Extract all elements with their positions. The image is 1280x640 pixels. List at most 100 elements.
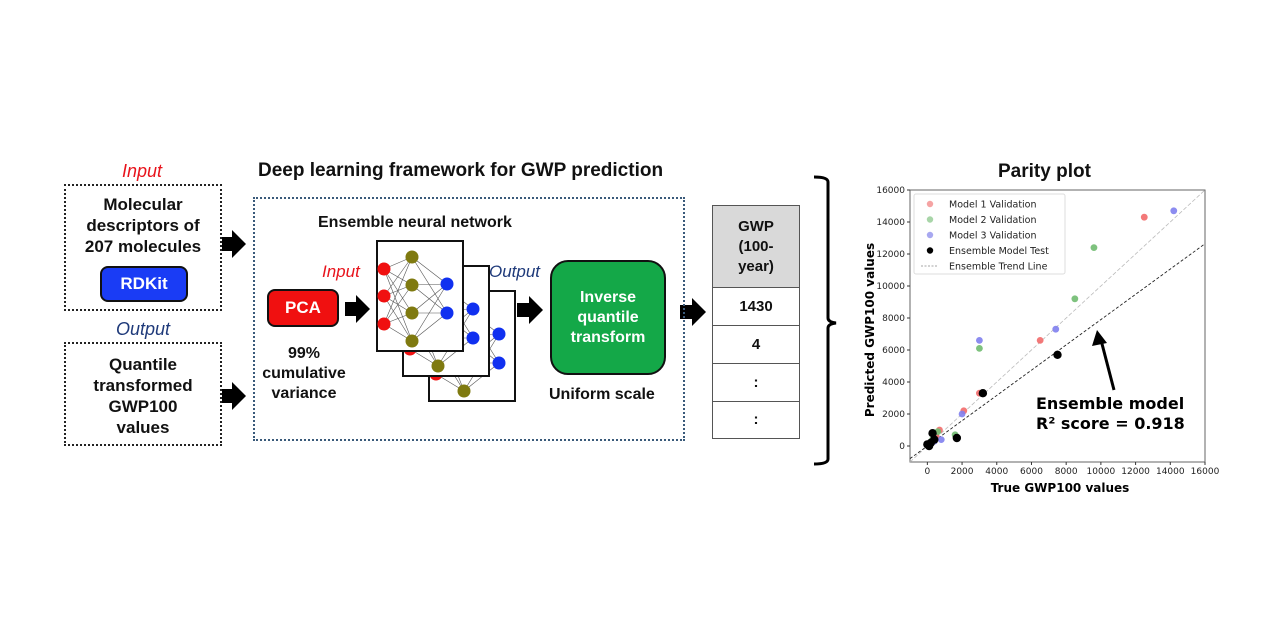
input-node [377, 262, 391, 276]
gwp-table-row: : [712, 363, 800, 402]
framework-title: Deep learning framework for GWP predicti… [258, 160, 664, 181]
arrow-framework-to-table [680, 298, 706, 326]
data-point-model-3-validation [1052, 325, 1060, 333]
arrow-nn-to-inverse [517, 296, 543, 324]
data-point-model-3-validation [1170, 207, 1178, 215]
data-point-ensemble-model-test [928, 429, 937, 438]
inverse-line-3: transform [570, 328, 646, 346]
output-line-1: Quantile [108, 355, 177, 374]
data-point-model-2-validation [1071, 295, 1079, 303]
x-axis-label: True GWP100 values [991, 481, 1130, 495]
nn-output-label: Output [489, 262, 541, 281]
output-node [466, 302, 480, 316]
annotation-line-1: Ensemble model [1036, 394, 1184, 413]
data-point-model-1-validation [1036, 337, 1044, 344]
legend-marker [926, 216, 934, 223]
annotation-line-2: R² score = 0.918 [1036, 414, 1185, 433]
hidden-node [431, 359, 445, 373]
hidden-node [405, 334, 419, 348]
data-point-model-3-validation [958, 410, 966, 418]
hidden-node [457, 384, 471, 398]
input-line-3: 207 molecules [84, 237, 202, 256]
pca-caption: 99% cumulative variance [258, 344, 350, 404]
output-node [492, 356, 506, 370]
output-node [492, 327, 506, 341]
hidden-node [405, 278, 419, 292]
x-tick-label: 14000 [1156, 467, 1185, 477]
x-tick-label: 12000 [1121, 467, 1150, 477]
framework-box [253, 197, 685, 441]
pca-caption-line-2: cumulative [262, 365, 346, 382]
parity-line [909, 189, 1206, 463]
data-point-model-3-validation [937, 436, 945, 443]
input-line-2: descriptors of [86, 216, 200, 235]
x-tick-label: 6000 [1020, 467, 1043, 477]
input-line-1: Molecular [103, 195, 183, 214]
x-tick-label: 0 [924, 467, 930, 477]
inverse-quantile-box: Inverse quantile transform [550, 260, 666, 375]
data-point-model-1-validation [1140, 213, 1148, 221]
neural-network-stack [376, 240, 516, 402]
output-line-3: GWP100 [108, 397, 178, 416]
annotation-arrow-head [1092, 330, 1107, 346]
y-tick-label: 16000 [876, 186, 905, 196]
data-point-model-3-validation [976, 337, 983, 344]
y-tick-label: 4000 [882, 378, 905, 388]
chart-title: Parity plot [998, 161, 1091, 182]
legend-marker [926, 231, 934, 239]
y-tick-label: 14000 [876, 218, 905, 228]
arrow-pca-to-nn [345, 295, 370, 323]
pca-caption-line-3: variance [271, 385, 337, 402]
data-point-ensemble-model-test [952, 433, 962, 443]
x-tick-label: 2000 [951, 467, 974, 477]
gwp-table-header: GWP (100- year) [712, 205, 800, 288]
ensemble-title: Ensemble neural network [318, 214, 512, 231]
output-quantile-box: Quantile transformed GWP100 values [64, 342, 222, 446]
input-label: Input [122, 161, 163, 181]
data-point-model-2-validation [976, 345, 983, 352]
hidden-node [405, 250, 419, 264]
legend-marker [926, 200, 934, 208]
output-label: Output [116, 319, 171, 339]
output-node [440, 277, 454, 291]
gwp-header-line-2: (100- [738, 237, 774, 255]
arrow-output-to-framework [222, 382, 246, 410]
y-axis-label: Predicted GWP100 values [863, 243, 877, 417]
legend-entry: Model 2 Validation [949, 215, 1037, 226]
pca-caption-line-1: 99% [287, 345, 321, 362]
gwp-header-line-3: year) [738, 257, 774, 275]
nn-card-1 [376, 240, 464, 352]
data-point-ensemble-model-test [930, 435, 939, 444]
x-tick-label: 4000 [985, 467, 1008, 477]
rdkit-label: RDKit [120, 274, 168, 293]
legend-entry: Model 3 Validation [949, 231, 1037, 242]
hidden-node [405, 306, 419, 320]
legend-entry: Model 1 Validation [949, 200, 1037, 211]
y-tick-label: 2000 [882, 410, 905, 420]
y-tick-label: 6000 [882, 346, 905, 356]
output-node [440, 306, 454, 320]
input-descriptors-box: Molecular descriptors of 207 molecules R… [64, 184, 222, 311]
data-point-model-2-validation [1090, 244, 1098, 252]
y-tick-label: 10000 [876, 282, 905, 292]
pca-box: PCA [267, 289, 339, 327]
annotation-arrow-shaft [1099, 339, 1116, 391]
inverse-line-1: Inverse [579, 288, 637, 306]
gwp-header-line-1: GWP [738, 217, 774, 235]
pca-label: PCA [285, 298, 321, 317]
legend-entry: Ensemble Model Test [949, 246, 1049, 257]
input-node [377, 317, 391, 331]
y-tick-label: 12000 [876, 250, 905, 260]
rdkit-badge: RDKit [100, 266, 188, 302]
data-point-ensemble-model-test [1053, 350, 1062, 359]
x-tick-label: 10000 [1087, 467, 1116, 477]
gwp-table-row: : [712, 401, 800, 439]
legend-marker [926, 247, 934, 254]
output-line-4: values [116, 418, 170, 437]
y-tick-label: 8000 [882, 314, 905, 324]
x-tick-label: 8000 [1055, 467, 1078, 477]
curly-brace [813, 175, 837, 466]
